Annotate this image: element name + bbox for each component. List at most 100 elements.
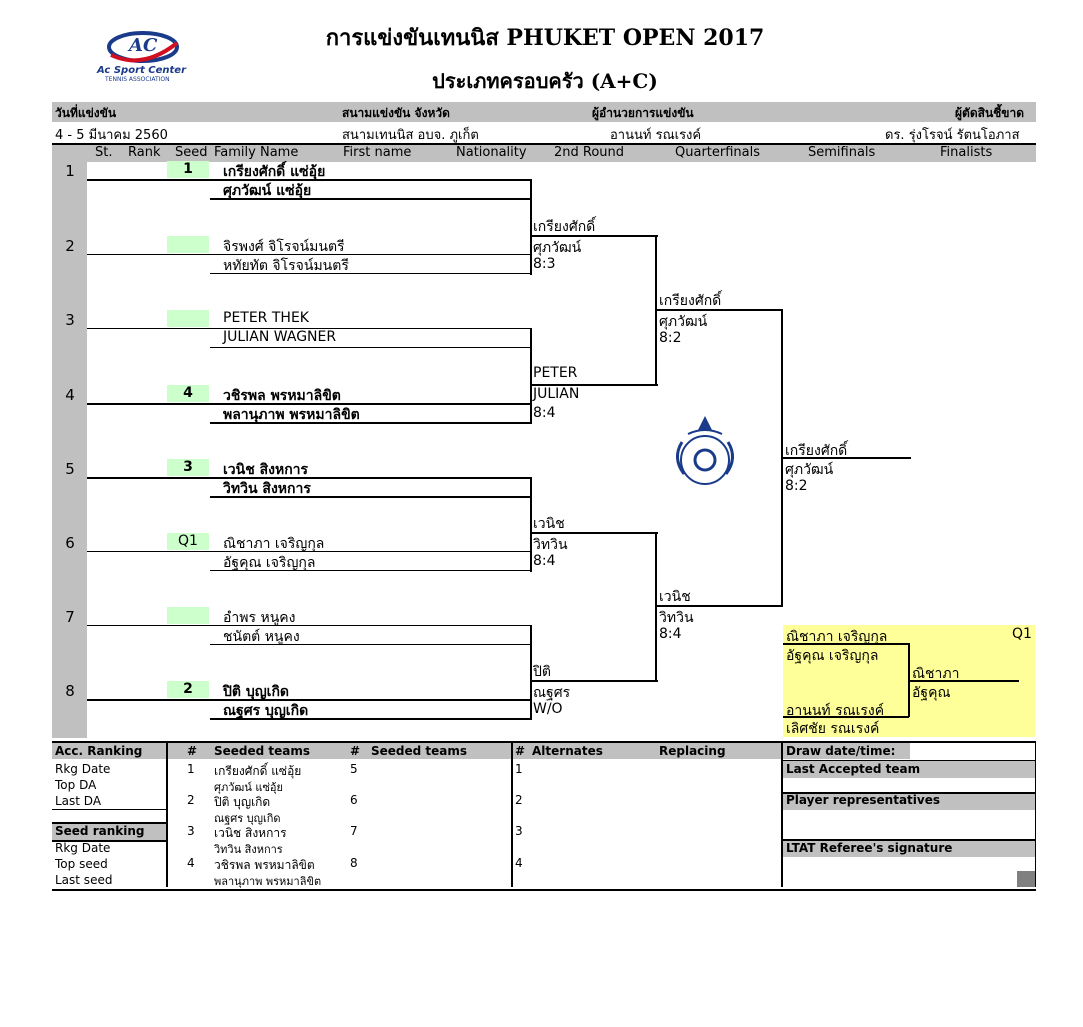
col-st: St. [95, 145, 113, 160]
info-label-bar [52, 102, 1036, 122]
draw-line-2 [210, 273, 532, 274]
player-name-2: ศุภวัฒน์ แซ่อุ้ย [223, 183, 312, 199]
footer-table [52, 741, 1036, 891]
r2-bracket-line [530, 625, 532, 720]
yellow-q-label: Q1 [1012, 626, 1032, 642]
seed-box [167, 236, 209, 253]
draw-line-1 [87, 625, 532, 626]
yellow-team4: เลิศชัย รณเรงค์ [786, 721, 880, 737]
footer-divider-2 [511, 743, 513, 887]
qf-winner-a: เกรียงศักดิ์ [659, 293, 722, 309]
draw-line-2 [210, 718, 532, 720]
draw-line-1 [87, 179, 532, 181]
yellow-team1: ณิชาภา เจริญกุล [786, 629, 888, 645]
r2-bracket-line [530, 477, 532, 572]
logo-text: AC [129, 35, 158, 56]
seed-team-b: วิทวิน สิงหการ [214, 843, 283, 856]
player-name-1: เวนิช สิงหการ [223, 462, 309, 478]
draw-date-label-top: Draw date/time: [786, 744, 896, 758]
seed-team-b: ศุภวัฒน์ แซ่อุ้ย [214, 781, 283, 794]
player-name-2: ณฐศร บุญเกิด [223, 703, 309, 719]
player-name-1: อำพร หนูคง [223, 610, 296, 626]
seed-box: 3 [167, 459, 209, 476]
seed-ranking-bar [52, 822, 166, 842]
player-name-1: ณิชาภา เจริญกุล [223, 536, 325, 552]
r2-winner-a: PETER [533, 365, 578, 381]
yellow-winner-line [909, 680, 1019, 682]
yellow-winner-b: อัฐคุณ [912, 685, 951, 701]
r2-bracket-line [530, 179, 532, 275]
date-value: 4 - 5 มีนาคม 2560 [55, 128, 168, 143]
r2-bracket-line [530, 328, 532, 424]
emblem-icon [676, 416, 734, 485]
alternate-number: 3 [515, 824, 523, 838]
alternate-number: 4 [515, 856, 523, 870]
footer-header-bar [52, 743, 782, 759]
sf-bracket-line [781, 309, 783, 607]
last-seed-label: Last seed [55, 873, 113, 887]
draw-line-2 [210, 347, 532, 348]
draw-number: 1 [65, 162, 75, 180]
player-name-1: เกรียงศักดิ์ แซ่อุ้ย [223, 164, 326, 180]
r2-result-line [532, 235, 658, 237]
r2-winner-a: ปิติ [533, 664, 551, 680]
draw-line-1 [87, 699, 532, 701]
player-reps-bar [783, 792, 1035, 810]
seed-box: 4 [167, 385, 209, 402]
venue-label: สนามแข่งขัน จังหวัด [342, 106, 450, 120]
draw-number: 5 [65, 460, 75, 478]
seed-number-2: 7 [350, 824, 358, 838]
draw-line-1 [87, 254, 532, 255]
top-seed-label: Top seed [55, 857, 108, 871]
seed-box: 1 [167, 161, 209, 178]
replacing-label: Replacing [659, 744, 726, 758]
logo-line1: Ac Sport Center [97, 65, 186, 76]
qf-winner-b: ศุภวัฒน์ [659, 314, 708, 330]
logo-line2: TENNIS ASSOCIATION [105, 76, 170, 83]
seed-hash-label: # [187, 744, 198, 758]
player-name-2: พลานุภาพ พรหมาลิขิต [223, 407, 360, 423]
r2-winner-b: ศุภวัฒน์ [533, 240, 582, 256]
seed-number: 2 [187, 793, 195, 807]
signature-box-marker [1017, 871, 1035, 887]
association-emblem [668, 412, 742, 498]
seed-team-a: ปิติ บุญเกิด [214, 795, 271, 809]
player-name-1: วชิรพล พรหมาลิขิต [223, 388, 341, 404]
r2-winner-a: เวนิช [533, 516, 565, 532]
draw-number: 7 [65, 608, 75, 626]
alternates-label: Alternates [532, 744, 603, 758]
acc-ranking-label: Acc. Ranking [55, 744, 143, 758]
player-name-1: ปิติ บุญเกิด [223, 684, 290, 700]
col-quarterfinals: Quarterfinals [675, 145, 761, 160]
yellow-line2 [783, 716, 909, 718]
yellow-winner-a: ณิชาภา [912, 666, 960, 682]
director-label: ผู้อำนวยการแข่งขัน [592, 106, 694, 120]
draw-line-2 [210, 198, 532, 200]
final-line [783, 457, 911, 459]
seed-number: 1 [187, 762, 195, 776]
draw-line-2 [210, 644, 532, 645]
footer-divider-1 [166, 743, 168, 887]
draw-number-strip [52, 160, 87, 738]
semi-winner-a: เกรียงศักดิ์ [785, 443, 848, 459]
yellow-team3: อานนท์ รณเรงค์ [786, 703, 885, 719]
ac-logo: AC Ac Sport Center TENNIS ASSOCIATION [85, 25, 197, 87]
semi-score: 8:2 [785, 478, 808, 494]
r2-winner-b: วิทวิน [533, 537, 568, 553]
seed-team-a: เกรียงศักดิ์ แซ่อุ้ย [214, 764, 302, 778]
page-title: การแข่งขันเทนนิส PHUKET OPEN 2017 [325, 25, 765, 51]
page-subtitle: ประเภทครอบครัว (A+C) [432, 69, 658, 93]
seed-ranking-label: Seed ranking [55, 824, 145, 838]
sf-bottom-line [657, 605, 783, 607]
col-seed: Seed [175, 145, 208, 160]
referee-label: ผู้ตัดสินชี้ขาด [955, 106, 1025, 120]
alternate-number: 1 [515, 762, 523, 776]
seeded-teams-label-2: Seeded teams [371, 744, 468, 758]
date-label: วันที่แข่งขัน [55, 106, 117, 120]
draw-number: 4 [65, 386, 75, 404]
sf-top-line [657, 309, 783, 311]
player-name-2: ชนัตต์ หนูคง [223, 629, 300, 645]
col-first-name: First name [343, 145, 412, 160]
draw-line-2 [210, 496, 532, 498]
r2-winner-a: เกรียงศักดิ์ [533, 219, 596, 235]
